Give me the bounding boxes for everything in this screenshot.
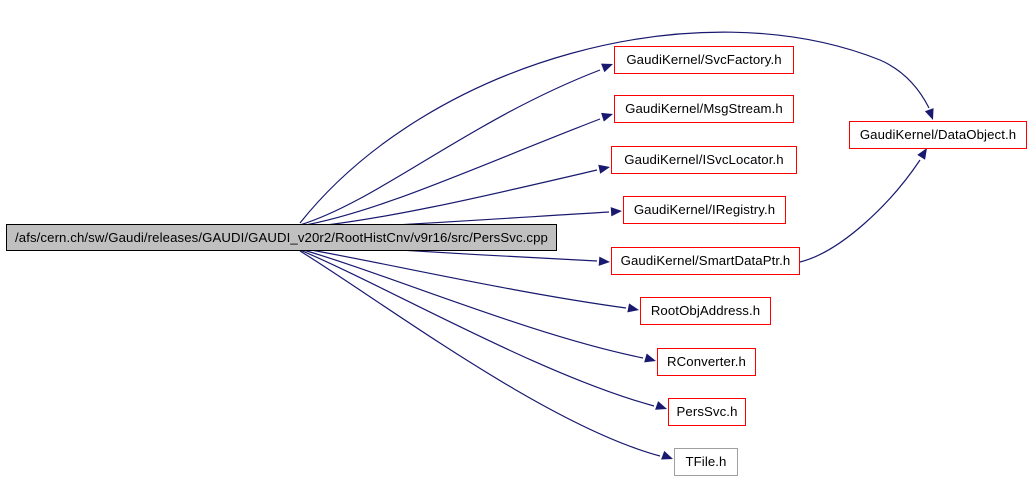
graph-node-label: GaudiKernel/IRegistry.h [633, 202, 776, 218]
arrowhead-icon [598, 256, 610, 266]
graph-node-label: RConverter.h [667, 354, 746, 370]
edge-root-to-msgstream [299, 112, 613, 227]
graph-node-label: GaudiKernel/SvcFactory.h [626, 52, 782, 68]
graph-node-label: /afs/cern.ch/sw/Gaudi/releases/GAUDI/GAU… [15, 229, 548, 245]
graph-node-label: GaudiKernel/MsgStream.h [625, 101, 783, 117]
graph-node-smartdataptr[interactable]: GaudiKernel/SmartDataPtr.h [611, 247, 800, 275]
arrowhead-icon [644, 353, 656, 363]
arrowhead-icon [627, 303, 639, 313]
arrowhead-icon [610, 207, 622, 217]
arrowhead-icon [924, 108, 934, 120]
arrowhead-icon [598, 164, 610, 174]
edge-smartdataptr-to-dataobject [799, 148, 927, 263]
graph-node-label: RootObjAddress.h [650, 303, 761, 319]
graph-node-label: PersSvc.h [676, 404, 738, 420]
graph-node-isvclocator[interactable]: GaudiKernel/ISvcLocator.h [611, 146, 797, 174]
arrowhead-icon [655, 401, 667, 410]
edge-root-to-rconverter [299, 248, 656, 363]
graph-node-perssvc[interactable]: PersSvc.h [668, 398, 746, 426]
edge-root-to-tfile [299, 250, 673, 460]
edge-root-to-isvclocator [299, 164, 610, 229]
graph-node-label: GaudiKernel/SmartDataPtr.h [620, 253, 791, 269]
arrowhead-icon [601, 63, 613, 73]
graph-node-rconverter[interactable]: RConverter.h [657, 348, 756, 376]
graph-node-msgstream[interactable]: GaudiKernel/MsgStream.h [614, 95, 794, 123]
edge-root-to-svcfactory [299, 63, 613, 226]
graph-node-iregistry[interactable]: GaudiKernel/IRegistry.h [623, 196, 786, 224]
graph-node-label: GaudiKernel/ISvcLocator.h [624, 152, 784, 168]
graph-node-label: TFile.h [685, 454, 727, 470]
arrowhead-icon [661, 450, 673, 460]
graph-node-tfile[interactable]: TFile.h [674, 448, 738, 476]
graph-node-svcfactory[interactable]: GaudiKernel/SvcFactory.h [614, 46, 794, 74]
graph-node-label: GaudiKernel/DataObject.h [859, 127, 1017, 143]
graph-node-dataobject[interactable]: GaudiKernel/DataObject.h [849, 121, 1027, 149]
arrowhead-icon [601, 112, 613, 122]
graph-node-rootobjaddress[interactable]: RootObjAddress.h [640, 297, 771, 325]
graph-node-root[interactable]: /afs/cern.ch/sw/Gaudi/releases/GAUDI/GAU… [6, 224, 557, 251]
edge-root-to-rootobjaddress [299, 247, 639, 313]
